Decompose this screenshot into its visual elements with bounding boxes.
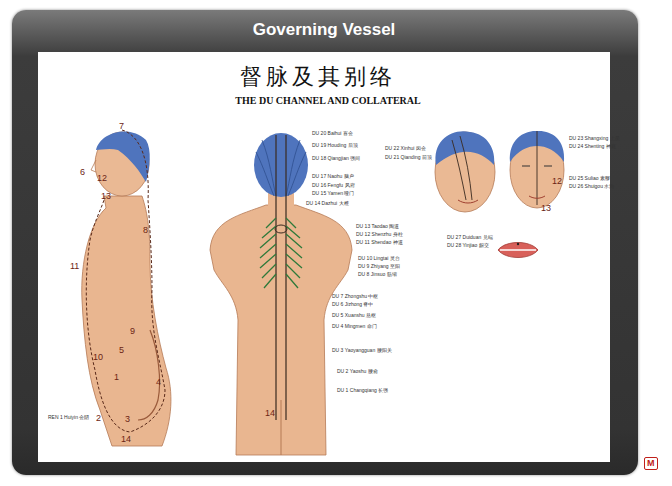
lip-shape [498, 243, 538, 258]
mouth [458, 200, 478, 203]
chart-title: 督脉及其别络 [240, 62, 396, 92]
callout-number: 10 [93, 352, 103, 362]
callout-number: 5 [119, 345, 124, 355]
mouth [529, 196, 545, 198]
back-figure [210, 133, 352, 455]
face [435, 132, 495, 212]
channel-path [537, 131, 538, 205]
dazhui-mark [275, 225, 287, 233]
point-label: DU 24 Shenting 神庭 [569, 143, 616, 149]
callout-number: 6 [80, 167, 85, 177]
nose [91, 160, 96, 172]
logo-mark: M [644, 457, 658, 470]
point-label: DU 27 Duiduan 兑端 [447, 234, 493, 240]
torso-profile [82, 196, 171, 446]
point-label: DU 1 Changqiang 长强 [337, 387, 388, 393]
point-label: DU 4 Mingmen 命门 [332, 323, 377, 329]
back-torso [210, 205, 352, 455]
callout-number: 2 [96, 413, 101, 423]
point-label: DU 7 Zhongshu 中枢 [332, 293, 378, 299]
callout-number: 13 [101, 191, 111, 201]
point-label: DU 20 Baihui 百会 [312, 130, 353, 136]
callout-number: 11 [70, 261, 79, 271]
callout-number: 7 [119, 121, 124, 131]
point-label: DU 13 Taodao 陶道 [356, 223, 399, 229]
lips [498, 243, 538, 258]
spine-lines [276, 135, 286, 420]
channel-path [452, 136, 472, 200]
gluteal-cleft [281, 400, 282, 455]
callout-number: 14 [121, 434, 131, 444]
teeth [500, 249, 536, 251]
callout-number: 4 [156, 377, 161, 387]
point-label: DU 8 Jinsuo 筋缩 [358, 271, 397, 277]
callout-number: 14 [265, 408, 275, 418]
point-label: DU 6 Jizhong 脊中 [332, 301, 373, 307]
window-title: Governing Vessel [253, 20, 396, 40]
point-label: DU 2 Yaoshu 腰俞 [337, 368, 378, 374]
scalp-lines [256, 140, 306, 196]
point-label: DU 17 Naohu 脑户 [312, 173, 354, 179]
point-label: DU 15 Yamen 哑门 [312, 190, 354, 196]
point-label: DU 11 Shendao 神道 [356, 239, 403, 245]
point-label: DU 3 Yaoyangguan 腰阳关 [332, 347, 392, 353]
point-label: DU 19 Houding 后顶 [312, 142, 358, 148]
point-label: DU 28 Yinjiao 龈交 [447, 242, 489, 248]
back-head [254, 133, 308, 197]
callout-number: 12 [97, 173, 107, 183]
callout-number: 9 [130, 326, 135, 336]
hair [435, 131, 494, 165]
callout-number: 12 [552, 176, 562, 186]
callout-number: 13 [541, 203, 551, 213]
callout-number: 8 [143, 225, 148, 235]
point-label: DU 21 Qianding 前顶 [385, 154, 432, 160]
eyes [522, 165, 552, 166]
point-label: DU 23 Shangxing 上星 [569, 135, 620, 141]
callout-number: 3 [125, 414, 130, 424]
collateral-branches [260, 218, 302, 288]
point-label: DU 14 Dazhui 大椎 [306, 200, 349, 206]
tilted-head [435, 131, 495, 212]
callout-number: 1 [114, 372, 119, 382]
point-label: DU 22 Xinhui 囟会 [385, 145, 426, 151]
point-label: DU 5 Xuanshu 悬枢 [332, 312, 376, 318]
point-label: DU 12 Shenzhu 身柱 [356, 231, 403, 237]
head-profile [95, 132, 149, 196]
point-label: REN 1 Huiyin 会阴 [48, 414, 89, 420]
point-label: DU 25 Suliao 素髎 [569, 175, 610, 181]
chart-subtitle: THE DU CHANNEL AND COLLATERAL [235, 95, 420, 106]
front-face [510, 131, 564, 208]
channel-path [86, 130, 165, 432]
hair [96, 131, 150, 182]
point-label: DU 9 Zhiyang 至阳 [358, 263, 400, 269]
spine-sketch [138, 330, 160, 420]
point-label: DU 26 Shuigou 水沟 [569, 183, 614, 189]
point-label: DU 10 Lingtai 灵台 [358, 255, 400, 261]
point-label: DU 16 Fengfu 风府 [312, 182, 355, 188]
point-label: DU 18 Qiangjian 强间 [312, 155, 360, 161]
point-dot [517, 243, 519, 245]
side-figure [82, 130, 171, 446]
